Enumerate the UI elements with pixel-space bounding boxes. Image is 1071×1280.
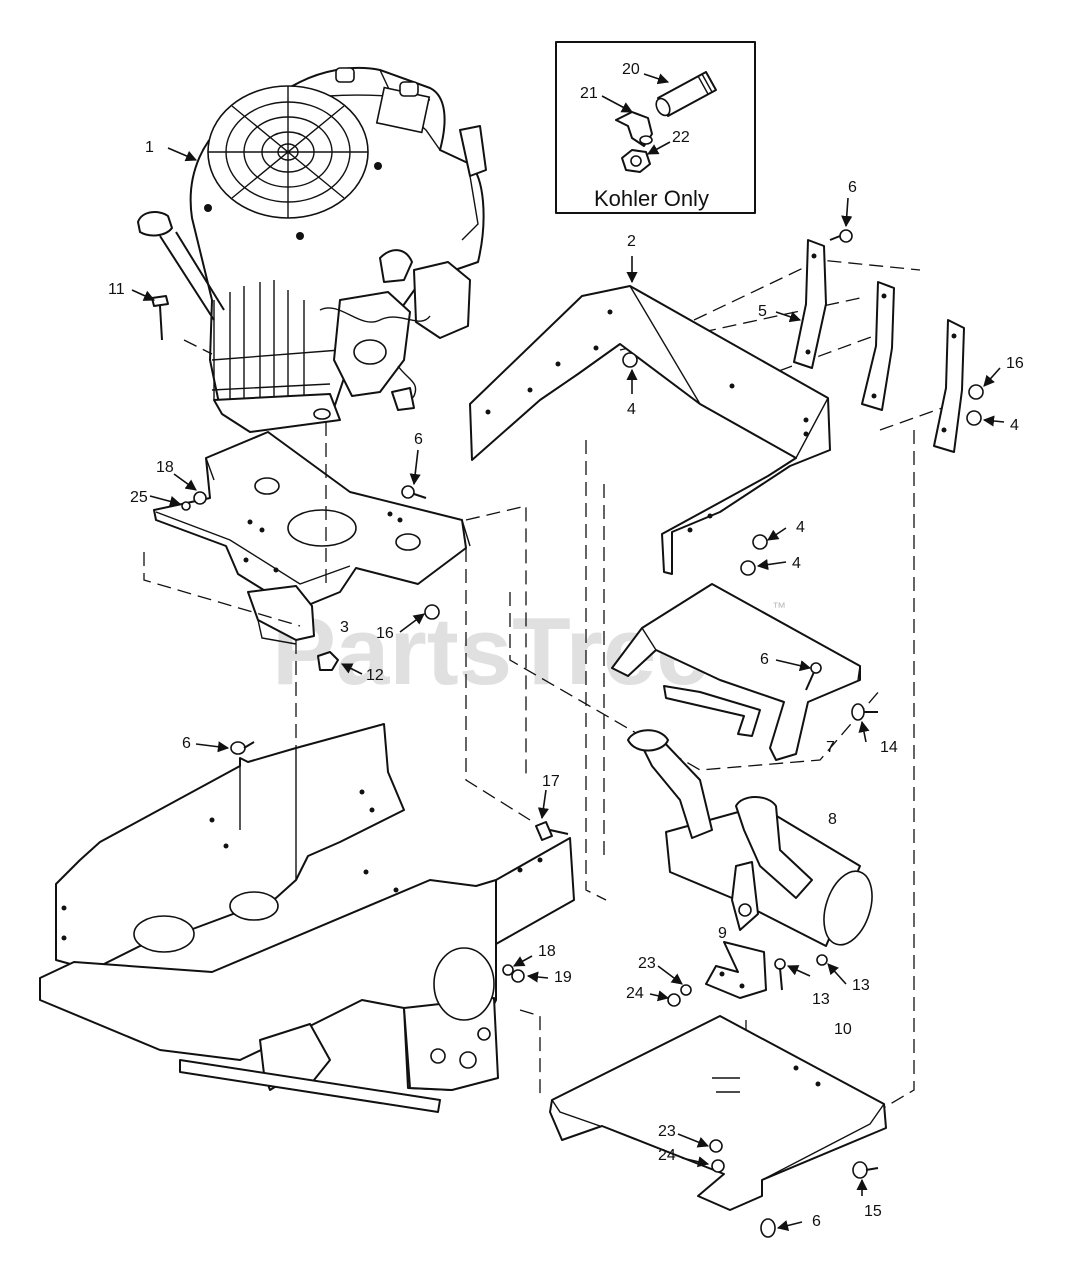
callout-2: 2 bbox=[627, 233, 636, 250]
callout-25: 25 bbox=[130, 489, 148, 506]
callout-labels: 1 2 3 4 4 4 4 5 6 6 6 6 6 7 8 9 10 11 12… bbox=[108, 61, 1024, 1230]
callout-15: 15 bbox=[864, 1203, 882, 1220]
part-7-muffler-shield[interactable] bbox=[611, 583, 861, 761]
part-2-heat-shield[interactable] bbox=[469, 285, 831, 575]
callout-arrows bbox=[131, 73, 1005, 1231]
callout-1: 1 bbox=[145, 139, 154, 156]
callout-16a: 16 bbox=[1006, 355, 1024, 372]
callout-11: 11 bbox=[108, 281, 125, 298]
part-22-nut[interactable] bbox=[621, 149, 651, 173]
callout-24a: 24 bbox=[626, 985, 644, 1002]
part-21-elbow[interactable] bbox=[615, 111, 653, 147]
part-1-engine[interactable] bbox=[137, 66, 487, 433]
hardware-bolts-nuts[interactable] bbox=[151, 229, 984, 1238]
callout-7: 7 bbox=[826, 739, 835, 756]
callout-6a: 6 bbox=[848, 179, 857, 196]
callout-13a: 13 bbox=[812, 991, 830, 1008]
callout-20: 20 bbox=[622, 61, 640, 78]
callout-4a: 4 bbox=[627, 401, 636, 418]
callout-17: 17 bbox=[542, 773, 560, 790]
callout-23a: 23 bbox=[638, 955, 656, 972]
callout-9: 9 bbox=[718, 925, 727, 942]
kohler-only-inset: Kohler Only bbox=[555, 41, 756, 214]
callout-6b: 6 bbox=[414, 431, 423, 448]
callout-3: 3 bbox=[340, 619, 349, 636]
part-strap-right[interactable] bbox=[933, 319, 965, 453]
callout-18b: 18 bbox=[538, 943, 556, 960]
callout-4b: 4 bbox=[1010, 417, 1019, 434]
tractor-frame[interactable] bbox=[39, 723, 575, 1113]
inset-title: Kohler Only bbox=[594, 186, 709, 211]
callout-12: 12 bbox=[366, 667, 384, 684]
part-8-muffler[interactable] bbox=[627, 729, 881, 951]
callout-6d: 6 bbox=[760, 651, 769, 668]
callout-6e: 6 bbox=[812, 1213, 821, 1230]
part-3-engine-mount-plate[interactable] bbox=[153, 431, 471, 645]
part-5-strap[interactable] bbox=[793, 239, 827, 369]
callout-13b: 13 bbox=[852, 977, 870, 994]
callout-21: 21 bbox=[580, 85, 598, 102]
part-strap-middle[interactable] bbox=[861, 281, 895, 411]
callout-23b: 23 bbox=[658, 1123, 676, 1140]
part-9-muffler-bracket[interactable] bbox=[705, 941, 767, 999]
callout-19: 19 bbox=[554, 969, 572, 986]
callout-4d: 4 bbox=[792, 555, 801, 572]
callout-6c: 6 bbox=[182, 735, 191, 752]
callout-4c: 4 bbox=[796, 519, 805, 536]
part-20-pipe-nipple[interactable] bbox=[653, 71, 717, 118]
callout-24b: 24 bbox=[658, 1147, 676, 1164]
callout-8: 8 bbox=[828, 811, 837, 828]
watermark-trademark: ™ bbox=[772, 599, 786, 615]
part-10-skid-plate[interactable] bbox=[549, 1015, 887, 1211]
callout-14: 14 bbox=[880, 739, 898, 756]
callout-22: 22 bbox=[672, 129, 690, 146]
callout-16b: 16 bbox=[376, 625, 394, 642]
callout-5: 5 bbox=[758, 303, 767, 320]
callout-10: 10 bbox=[834, 1021, 852, 1038]
callout-18a: 18 bbox=[156, 459, 174, 476]
